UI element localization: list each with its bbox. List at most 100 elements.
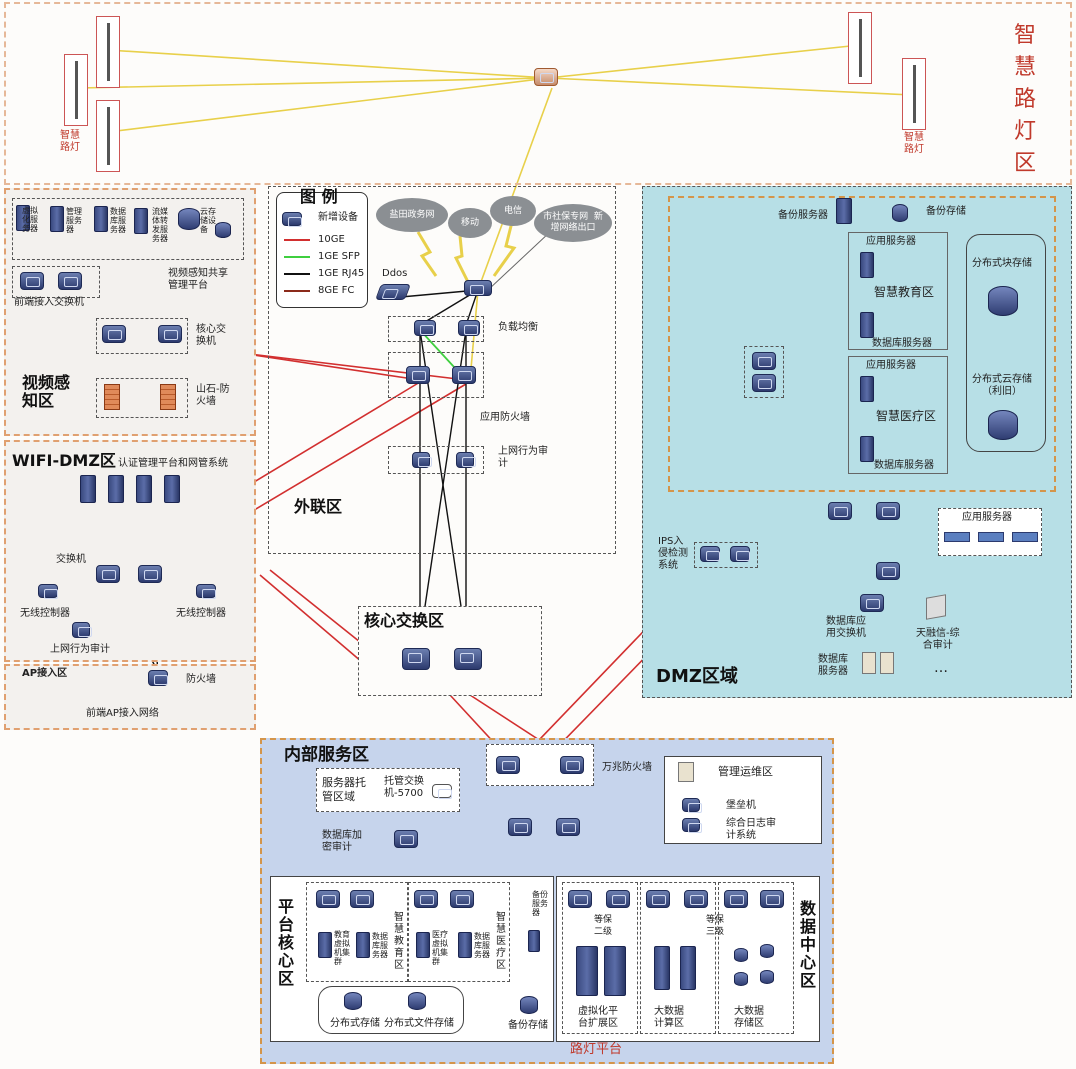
app-server-icon[interactable]	[860, 376, 874, 402]
street-light-pole[interactable]	[848, 12, 872, 84]
ips-icon[interactable]	[700, 546, 720, 562]
auth-server-icon[interactable]	[136, 475, 152, 503]
db-server-icon[interactable]	[860, 436, 874, 462]
switch-icon[interactable]	[138, 565, 162, 583]
switch-icon[interactable]	[96, 565, 120, 583]
bastion-icon[interactable]	[682, 798, 702, 813]
core-switch-icon[interactable]	[402, 648, 430, 670]
app-firewall-icon[interactable]	[406, 366, 430, 384]
backup-server-icon[interactable]	[836, 198, 852, 224]
core-switch-icon[interactable]	[454, 648, 482, 670]
dist-file-icon[interactable]	[408, 992, 426, 1010]
storage-node-icon[interactable]	[734, 972, 748, 986]
firewall-icon[interactable]	[160, 384, 176, 410]
db-server-icon[interactable]	[860, 312, 874, 338]
hosting-switch-icon[interactable]	[432, 784, 452, 799]
new-device-icon	[282, 212, 302, 227]
virt-ext-box	[562, 882, 638, 1034]
street-light-pole[interactable]	[902, 58, 926, 130]
ips-icon[interactable]	[730, 546, 750, 562]
db-encrypt-icon[interactable]	[394, 830, 418, 848]
dist-storage-icon[interactable]	[344, 992, 362, 1010]
block-storage-icon[interactable]	[988, 286, 1018, 316]
compute-rack-icon[interactable]	[680, 946, 696, 990]
street-light-pole[interactable]	[96, 16, 120, 88]
dmz-access-switch-icon[interactable]	[828, 502, 852, 520]
cloud-storage-icon[interactable]	[178, 208, 200, 230]
log-audit-icon[interactable]	[682, 818, 702, 833]
load-balancer-icon[interactable]	[414, 320, 436, 336]
cluster-switch-icon[interactable]	[316, 890, 340, 908]
app-firewall-icon[interactable]	[452, 366, 476, 384]
dc-switch-icon[interactable]	[646, 890, 670, 908]
auth-server-icon[interactable]	[80, 475, 96, 503]
database-server-icon[interactable]	[94, 206, 108, 232]
wireless-controller-icon[interactable]	[196, 584, 216, 599]
dc-switch-icon[interactable]	[724, 890, 748, 908]
dc-switch-icon[interactable]	[684, 890, 708, 908]
dc-switch-icon[interactable]	[760, 890, 784, 908]
switch-icon[interactable]	[20, 272, 44, 290]
cloud-storage-icon[interactable]	[988, 410, 1018, 440]
cloud-storage-icon[interactable]	[215, 222, 231, 238]
audit-icon[interactable]	[456, 452, 476, 468]
db-app-switch-icon[interactable]	[860, 594, 884, 612]
dmz-access-switch-icon[interactable]	[876, 502, 900, 520]
firewall-icon[interactable]	[104, 384, 120, 410]
dmz-access-switch-icon[interactable]	[876, 562, 900, 580]
street-light-pole[interactable]	[64, 54, 88, 126]
storage-node-icon[interactable]	[760, 970, 774, 984]
auth-server-icon[interactable]	[164, 475, 180, 503]
virt-rack-icon[interactable]	[604, 946, 626, 996]
core-switch-icon[interactable]	[102, 325, 126, 343]
switch-icon[interactable]	[58, 272, 82, 290]
gbit-firewall-icon[interactable]	[560, 756, 584, 774]
dc-switch-icon[interactable]	[568, 890, 592, 908]
cluster-switch-icon[interactable]	[414, 890, 438, 908]
audit-icon[interactable]	[412, 452, 432, 468]
dmz-switch-icon[interactable]	[752, 374, 776, 392]
storage-node-icon[interactable]	[760, 944, 774, 958]
app-firewall-box	[388, 352, 484, 398]
compute-rack-icon[interactable]	[654, 946, 670, 990]
cluster-switch-icon[interactable]	[450, 890, 474, 908]
dmz-switch-icon[interactable]	[752, 352, 776, 370]
load-balancer-icon[interactable]	[458, 320, 480, 336]
cluster-switch-icon[interactable]	[350, 890, 374, 908]
audit-appliance-icon[interactable]	[926, 594, 946, 620]
core-switch-icon[interactable]	[158, 325, 182, 343]
virt-rack-icon[interactable]	[576, 946, 598, 996]
ops-server-icon[interactable]	[678, 762, 694, 782]
rack-server-icon[interactable]	[944, 532, 970, 542]
router-icon[interactable]	[464, 280, 492, 296]
db-server-icon[interactable]	[458, 932, 472, 958]
level2-label: 等保 二级	[594, 915, 613, 937]
ddos-device-icon[interactable]	[375, 284, 411, 300]
db-server-tower-icon[interactable]	[862, 652, 876, 674]
virtualization-server-icon[interactable]	[16, 205, 30, 231]
management-server-icon[interactable]	[50, 206, 64, 232]
ap-firewall-icon[interactable]	[148, 670, 168, 686]
internal-core-switch-icon[interactable]	[556, 818, 580, 836]
backup-storage-icon[interactable]	[892, 204, 908, 222]
rack-server-icon[interactable]	[1012, 532, 1038, 542]
db-server-icon[interactable]	[356, 932, 370, 958]
db-server-tower-icon[interactable]	[880, 652, 894, 674]
gbit-firewall-icon[interactable]	[496, 756, 520, 774]
street-light-pole[interactable]	[96, 100, 120, 172]
streaming-server-icon[interactable]	[134, 208, 148, 234]
app-server-icon[interactable]	[860, 252, 874, 278]
ap-network-label: 前端AP接入网络	[86, 708, 159, 719]
storage-node-icon[interactable]	[734, 948, 748, 962]
backup-server-icon[interactable]	[528, 930, 540, 952]
edu-cluster-icon[interactable]	[318, 932, 332, 958]
audit-icon[interactable]	[72, 622, 92, 638]
internal-core-switch-icon[interactable]	[508, 818, 532, 836]
wireless-controller-icon[interactable]	[38, 584, 58, 599]
med-cluster-icon[interactable]	[416, 932, 430, 958]
dc-switch-icon[interactable]	[606, 890, 630, 908]
auth-server-icon[interactable]	[108, 475, 124, 503]
streetlight-router-icon[interactable]	[534, 68, 558, 86]
backup-storage-icon[interactable]	[520, 996, 538, 1014]
rack-server-icon[interactable]	[978, 532, 1004, 542]
